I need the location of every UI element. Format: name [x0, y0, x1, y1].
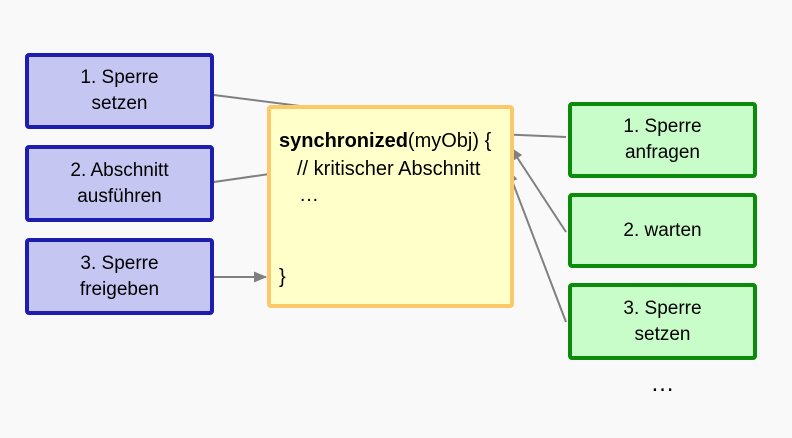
- step-label-line: setzen: [91, 93, 148, 114]
- code-line-closing-brace: }: [279, 266, 286, 288]
- code-line-synchronized: synchronized(myObj) {: [279, 127, 491, 155]
- step-label-line: 2. warten: [623, 219, 702, 241]
- step-label-line: freigeben: [79, 278, 160, 300]
- step-label-line: ausführen: [77, 185, 162, 207]
- step-box-lock-set-right: 3. Sperre setzen: [568, 283, 757, 360]
- step-label-line: anfragen: [624, 142, 700, 163]
- code-keyword: synchronized: [279, 130, 408, 152]
- arrow-wait-to-brace: [510, 147, 567, 233]
- step-box-execute-section: 2. Abschnitt ausführen: [25, 145, 214, 222]
- step-box-lock-set: 1. Sperre setzen: [25, 53, 214, 129]
- step-label-line: 3. Sperre: [80, 252, 159, 274]
- code-call: (myObj) {: [407, 130, 492, 152]
- code-line-comment: // kritischer Abschnitt: [297, 158, 481, 180]
- step-label-line: 2. Abschnitt: [70, 159, 169, 181]
- code-box: synchronized(myObj) { // kritischer Absc…: [267, 105, 514, 308]
- step-label-line: 3. Sperre: [623, 297, 702, 319]
- step-box-wait: 2. warten: [568, 193, 757, 268]
- step-box-lock-request: 1. Sperre anfragen: [568, 102, 757, 178]
- step-box-lock-release: 3. Sperre freigeben: [25, 238, 214, 315]
- arrow-set-lock-to-brace: [507, 169, 567, 323]
- code-line-ellipsis: …: [299, 184, 319, 206]
- step-label-line: setzen: [634, 323, 691, 345]
- continuation-ellipsis: …: [650, 370, 675, 397]
- step-label-line: 1. Sperre: [80, 67, 159, 88]
- step-label-line: 1. Sperre: [623, 116, 702, 137]
